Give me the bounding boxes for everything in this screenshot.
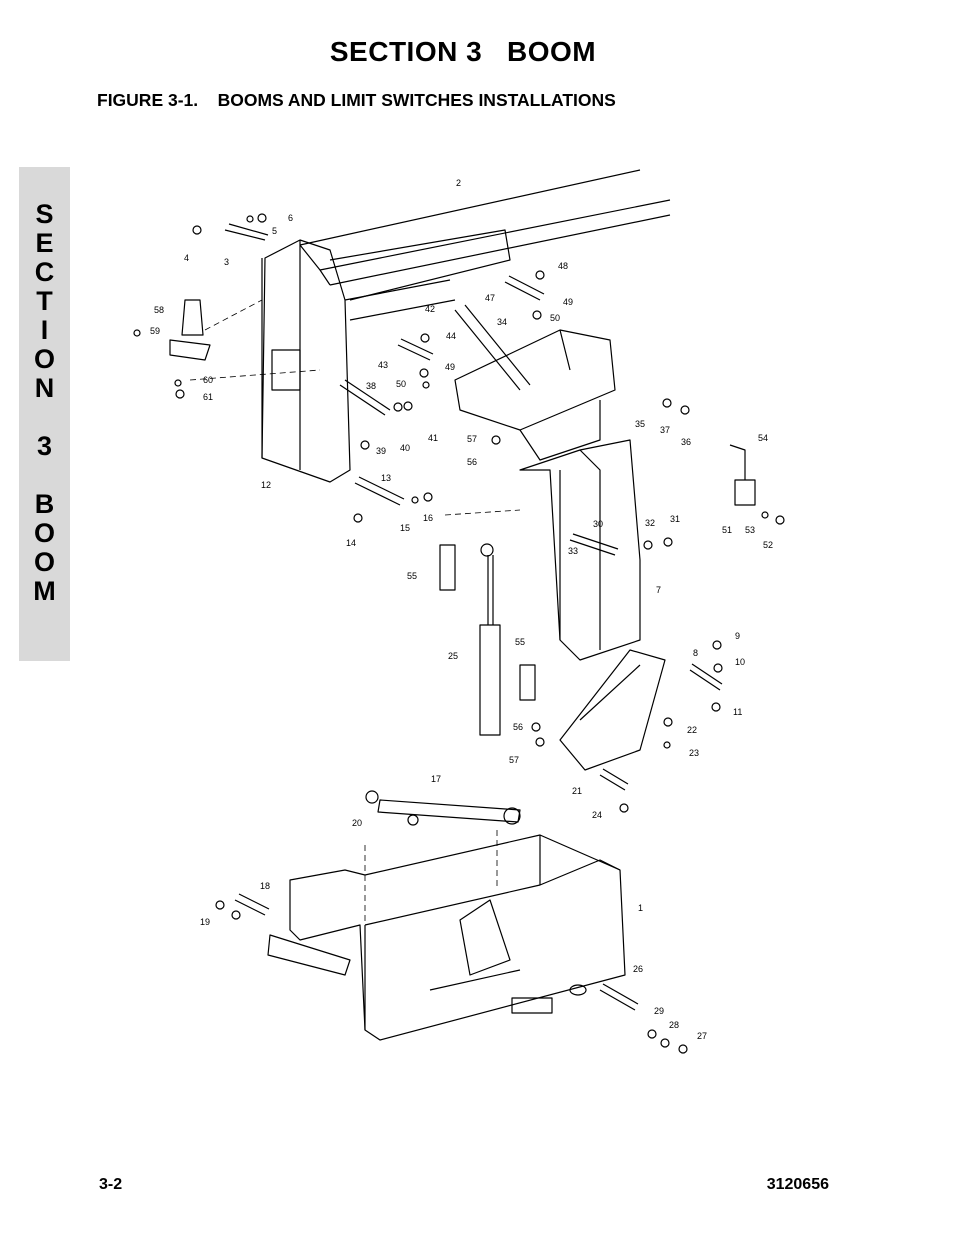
callout-label: 11 [733, 707, 742, 717]
callout-label: 4 [184, 253, 189, 263]
callout-label: 14 [346, 538, 356, 548]
callout-label: 49 [445, 362, 455, 372]
callout-label: 9 [735, 631, 740, 641]
document-number: 3120656 [766, 1176, 829, 1193]
callout-label: 42 [425, 304, 435, 314]
tab-letter: S [35, 199, 54, 229]
callout-label: 57 [509, 755, 519, 765]
callout-label: 55 [407, 571, 417, 581]
callout-label: 28 [669, 1020, 679, 1030]
callout-label: 56 [467, 457, 477, 467]
callout-label: 18 [260, 881, 270, 891]
callout-label: 38 [366, 381, 376, 391]
callout-label: 24 [592, 810, 602, 820]
callout-label: 55 [515, 637, 525, 647]
callout-label: 26 [633, 964, 643, 974]
tab-letter: T [36, 286, 53, 316]
callout-label: 8 [693, 648, 698, 658]
callout-label: 33 [568, 546, 578, 556]
callout-label: 60 [203, 375, 213, 385]
callout-label: 50 [550, 313, 560, 323]
page-number: 3-2 [99, 1176, 123, 1193]
callout-label: 51 [722, 525, 732, 535]
callout-label: 54 [758, 433, 768, 443]
callout-label: 48 [558, 261, 568, 271]
callout-label: 47 [485, 293, 495, 303]
callout-label: 22 [687, 725, 697, 735]
callout-label: 16 [423, 513, 433, 523]
callout-label: 56 [513, 722, 523, 732]
callout-label: 34 [497, 317, 507, 327]
callout-label: 40 [400, 443, 410, 453]
callout-label: 32 [645, 518, 655, 528]
callout-label: 6 [288, 213, 293, 223]
callout-label: 23 [689, 748, 699, 758]
callout-label: 57 [467, 434, 477, 444]
callout-label: 10 [735, 657, 745, 667]
section-side-tab: S E C T I O N 3 B O O M [19, 167, 70, 661]
callout-label: 41 [428, 433, 438, 443]
callout-label: 19 [200, 917, 210, 927]
callout-label: 53 [745, 525, 755, 535]
callout-label: 59 [150, 326, 160, 336]
callout-label: 35 [635, 419, 645, 429]
callout-label: 12 [261, 480, 271, 490]
callout-label: 5 [272, 226, 277, 236]
callout-label: 31 [670, 514, 680, 524]
tab-letter: B [34, 489, 55, 519]
callout-label: 21 [572, 786, 582, 796]
tab-letter: 3 [36, 431, 53, 461]
callout-label: 37 [660, 425, 670, 435]
callout-label: 44 [446, 331, 456, 341]
callout-label: 58 [154, 305, 164, 315]
callout-label: 30 [593, 519, 603, 529]
tab-letter: E [35, 228, 54, 258]
callout-label: 3 [224, 257, 229, 267]
callout-label: 20 [352, 818, 362, 828]
exploded-parts-drawing: 1 2 3 4 5 6 7 8 9 10 11 12 13 14 15 16 1… [133, 169, 785, 1054]
callout-label: 49 [563, 297, 573, 307]
tab-letter: O [33, 547, 55, 577]
section-title: SECTION 3 BOOM [329, 36, 597, 67]
callout-label: 25 [448, 651, 458, 661]
callout-label: 27 [697, 1031, 707, 1041]
callout-label: 43 [378, 360, 388, 370]
callout-label: 7 [656, 585, 661, 595]
callout-label: 13 [381, 473, 391, 483]
tab-letter: O [33, 344, 55, 374]
tab-letter: O [33, 518, 55, 548]
figure-title: FIGURE 3-1. BOOMS AND LIMIT SWITCHES INS… [97, 90, 616, 110]
callout-label: 17 [431, 774, 441, 784]
callout-label: 50 [396, 379, 406, 389]
tab-letter: C [34, 257, 55, 287]
callout-label: 39 [376, 446, 386, 456]
tab-letter: M [33, 576, 56, 606]
callout-label: 36 [681, 437, 691, 447]
callout-label: 61 [203, 392, 213, 402]
callout-label: 52 [763, 540, 773, 550]
callout-label: 2 [456, 178, 461, 188]
tab-letter: I [40, 315, 49, 345]
tab-letter: N [34, 373, 55, 403]
callout-label: 15 [400, 523, 410, 533]
callout-label: 29 [654, 1006, 664, 1016]
callout-label: 1 [638, 903, 643, 913]
